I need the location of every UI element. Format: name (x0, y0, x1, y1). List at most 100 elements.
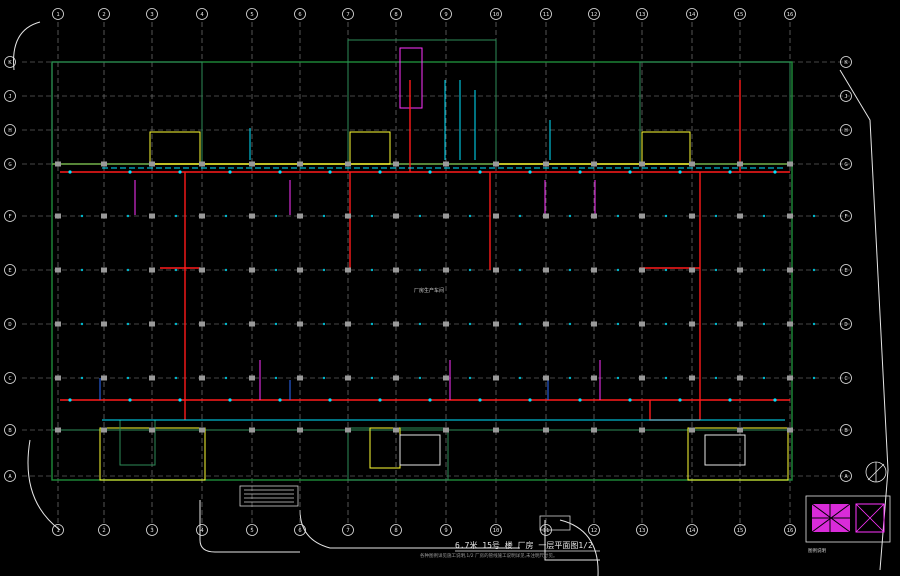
grid-bubble-label: D (8, 322, 11, 328)
grid-bubble (4, 90, 16, 102)
grid-bubble-label: H (844, 128, 847, 134)
sprinkler-head (126, 322, 130, 326)
grid-bubble (146, 8, 158, 20)
column-marker (345, 321, 351, 327)
sprinkler-head (664, 268, 668, 272)
grid-bubble-label: 13 (639, 12, 646, 18)
column-marker (493, 267, 499, 273)
column-marker (591, 161, 597, 167)
grid-bubble-label: F (8, 214, 11, 220)
grid-bubble-label: 1 (56, 528, 59, 534)
grid-bubble (196, 524, 208, 536)
column-marker (689, 427, 695, 433)
sprinkler-head (812, 376, 816, 380)
sprinkler-head (714, 322, 718, 326)
column-marker (737, 267, 743, 273)
column-markers (55, 161, 793, 433)
sprinkler-head (468, 214, 472, 218)
column-marker (493, 213, 499, 219)
sprinkler-head (616, 214, 620, 218)
grid-bubble-label: K (844, 60, 848, 66)
grid-bubble-label: 16 (787, 528, 794, 534)
grid-bubble-label: J (844, 94, 847, 100)
column-marker (787, 427, 793, 433)
grid-bubble (52, 524, 64, 536)
drawing-title: 6.7米 15号 楼 厂房 一层平面图1/2 (455, 541, 593, 550)
column-marker (443, 427, 449, 433)
entrance-stair (239, 485, 571, 531)
grid-bubble-label: 12 (591, 528, 598, 534)
column-marker (689, 213, 695, 219)
grid-bubble (840, 372, 852, 384)
column-marker (345, 427, 351, 433)
sprinkler-head (418, 322, 422, 326)
sprinkler-head (578, 398, 582, 402)
column-marker (493, 161, 499, 167)
column-marker (249, 321, 255, 327)
sprinkler-head (528, 170, 532, 174)
sprinkler-head (224, 268, 228, 272)
grid-bubble-label: G (8, 162, 11, 168)
sprinkler-head (728, 170, 732, 174)
column-marker (393, 375, 399, 381)
grid-bubble (540, 8, 552, 20)
sprinkler-head (278, 170, 282, 174)
sprinkler-head (370, 322, 374, 326)
grid-bubble-label: D (844, 322, 847, 328)
column-marker (393, 267, 399, 273)
sprinkler-head (714, 214, 718, 218)
sprinkler-head (80, 214, 84, 218)
grid-bubble (4, 158, 16, 170)
column-marker (639, 161, 645, 167)
grid-bubble-label: 13 (639, 528, 646, 534)
grid-bubble (342, 524, 354, 536)
sprinkler-head (714, 376, 718, 380)
column-marker (393, 161, 399, 167)
column-marker (297, 161, 303, 167)
sprinkler-head (616, 322, 620, 326)
grid-bubble (4, 372, 16, 384)
column-marker (297, 375, 303, 381)
column-marker (297, 213, 303, 219)
sprinkler-head (278, 398, 282, 402)
sprinkler-head (518, 268, 522, 272)
sprinkler-head (224, 376, 228, 380)
grid-bubble (246, 8, 258, 20)
grid-bubble-label: B (8, 428, 12, 434)
branch-pipes (99, 120, 785, 421)
grid-bubble (840, 470, 852, 482)
grid-bubble-label: H (8, 128, 11, 134)
grid-bubble (686, 8, 698, 20)
grid-bubble (98, 8, 110, 20)
sprinkler-head (378, 170, 382, 174)
column-marker (101, 427, 107, 433)
grid-bubble (734, 524, 746, 536)
sprinkler-head (224, 322, 228, 326)
sprinkler-head (812, 214, 816, 218)
grid-bubble-label: 10 (493, 528, 500, 534)
sprinkler-head (126, 376, 130, 380)
grid-bubble-label: G (844, 162, 847, 168)
column-marker (199, 427, 205, 433)
column-marker (55, 427, 61, 433)
column-marker (591, 321, 597, 327)
sprinkler-head (616, 268, 620, 272)
sprinkler-head (762, 322, 766, 326)
column-marker (149, 161, 155, 167)
column-marker (393, 213, 399, 219)
top-service-cores (51, 39, 791, 165)
column-marker (787, 321, 793, 327)
column-marker (737, 427, 743, 433)
column-marker (297, 427, 303, 433)
column-marker (297, 267, 303, 273)
column-marker (787, 213, 793, 219)
sprinkler-head (322, 268, 326, 272)
column-marker (737, 375, 743, 381)
column-marker (543, 267, 549, 273)
grid-bubble-label: 6 (298, 528, 301, 534)
column-marker (689, 375, 695, 381)
grid-bubble-label: 11 (543, 528, 550, 534)
sprinkler-head (228, 398, 232, 402)
column-marker (639, 213, 645, 219)
